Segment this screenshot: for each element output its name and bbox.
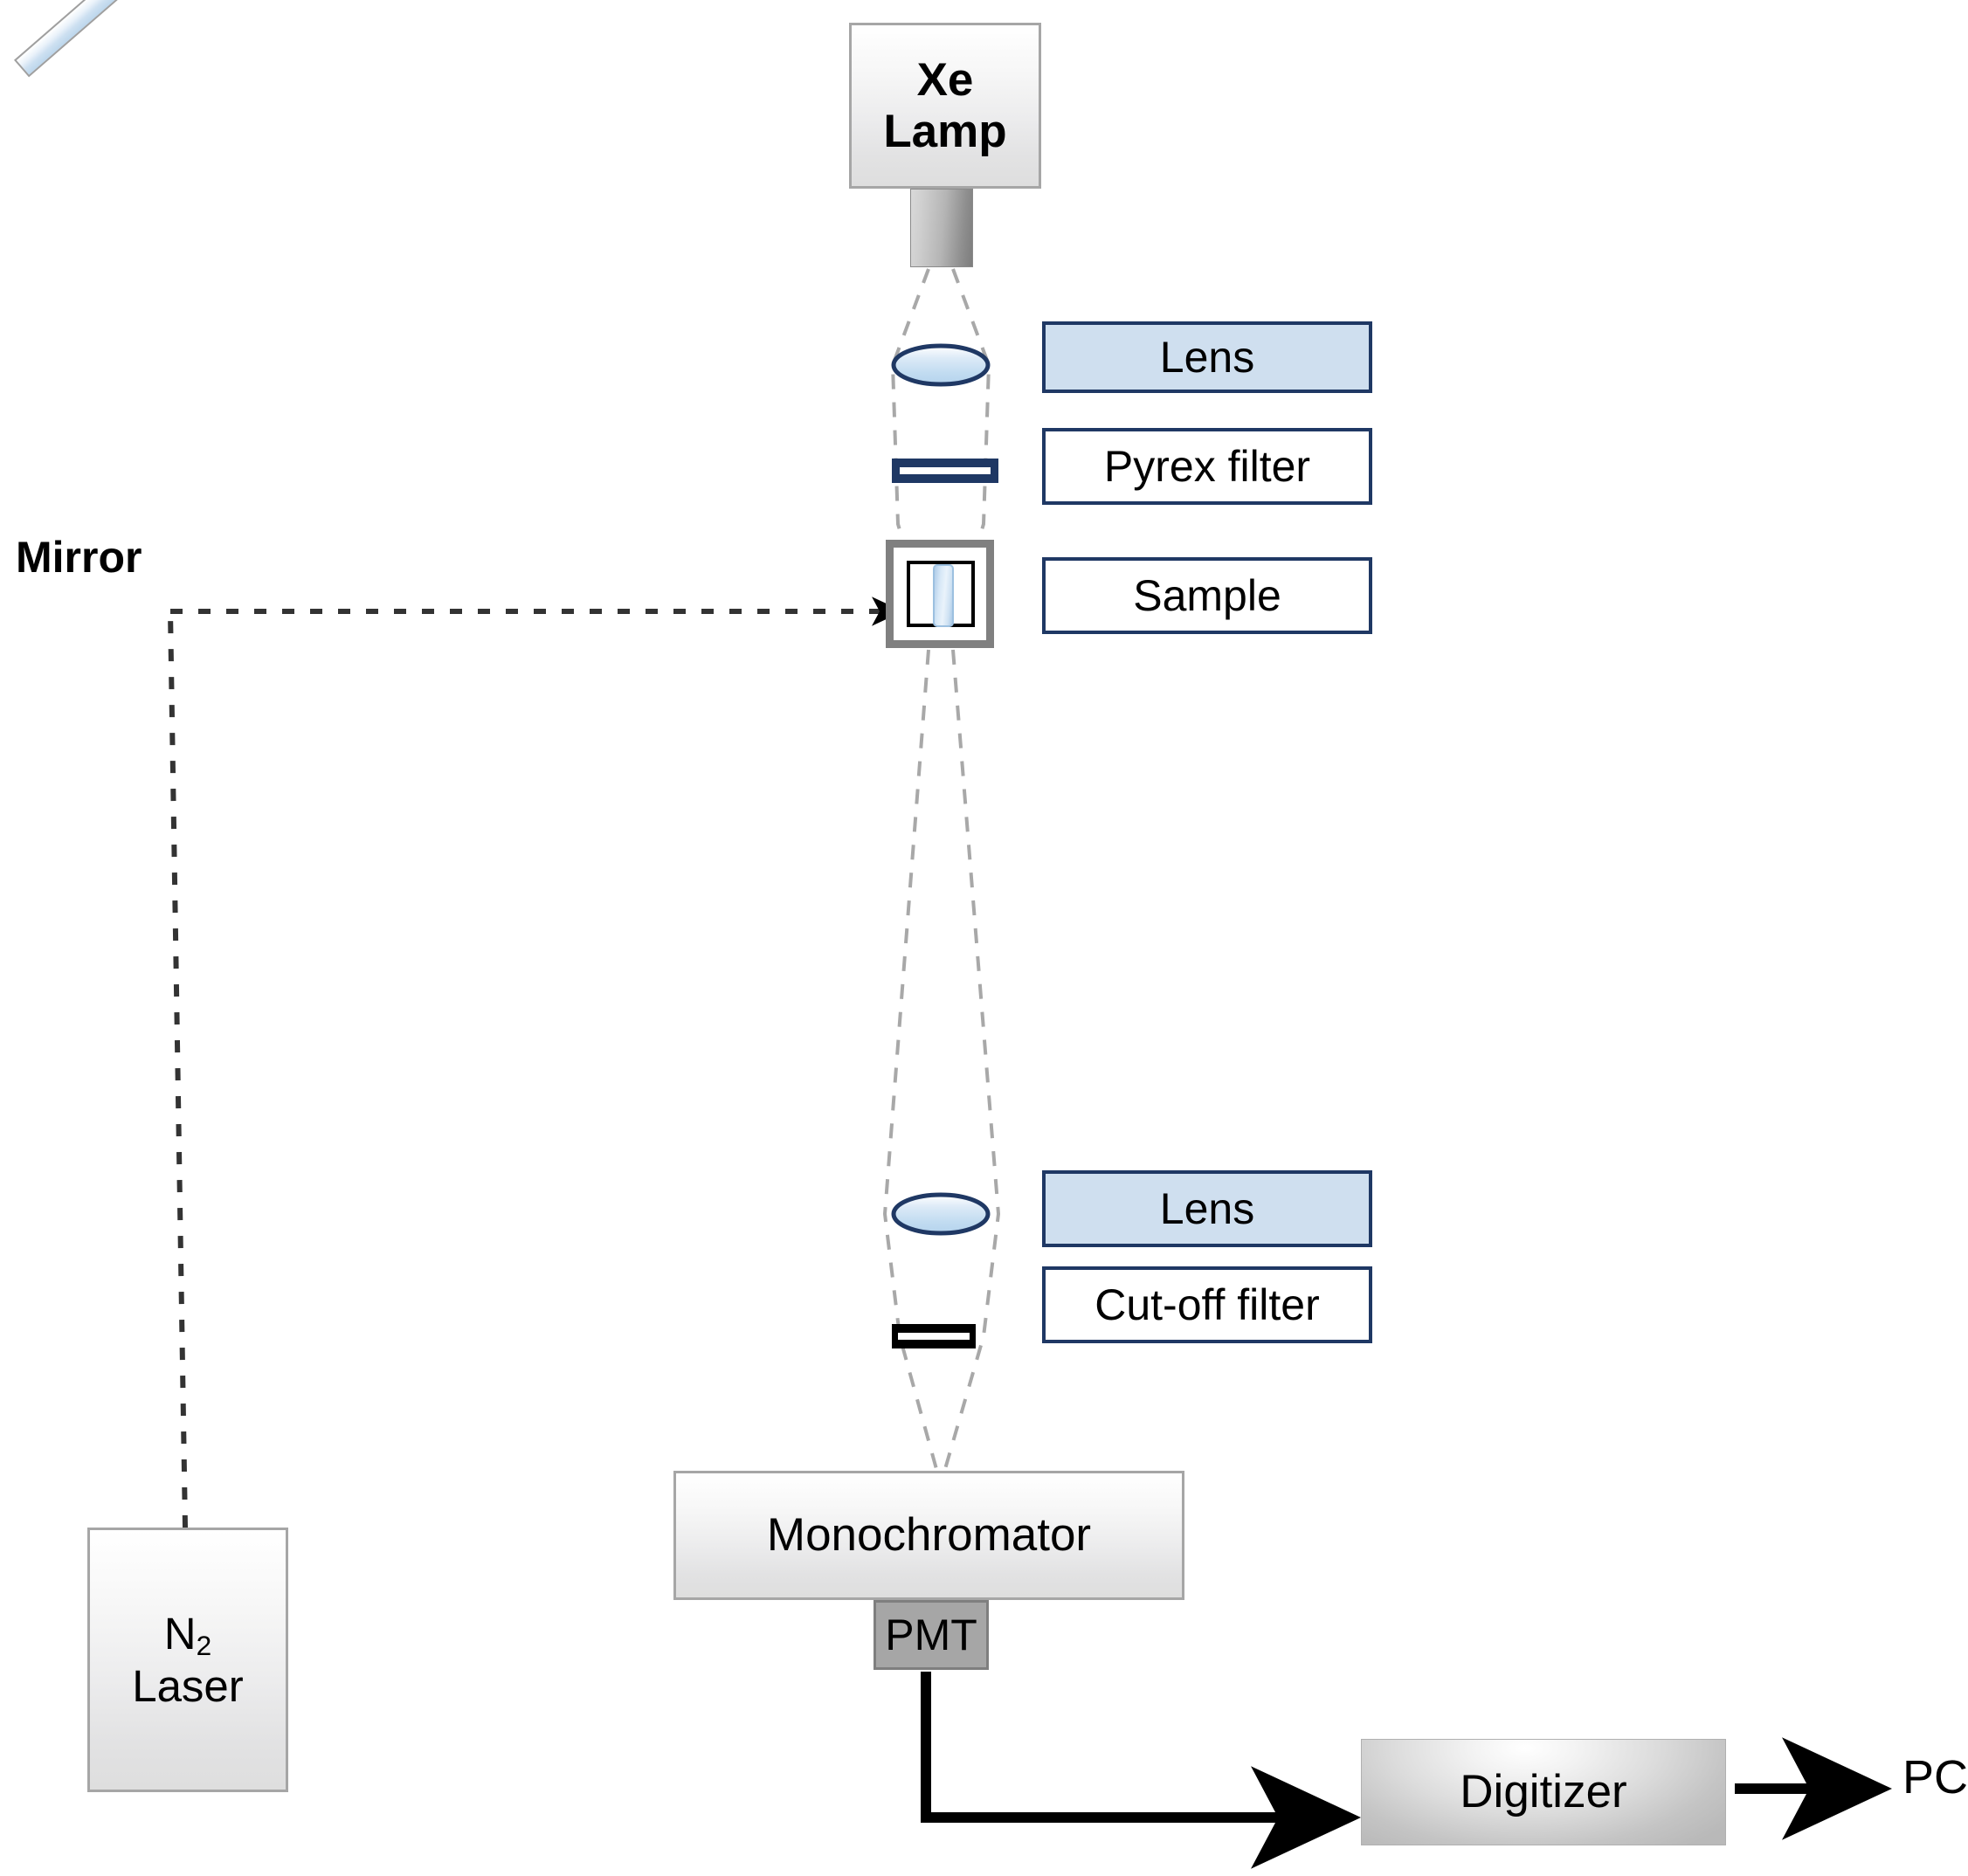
pmt-box[interactable]: PMT [874,1600,989,1670]
excitation-ray-bundle [890,268,991,584]
callout-pyrex-filter: Pyrex filter [1042,428,1372,505]
n2-laser-box[interactable]: N2 Laser [87,1528,288,1792]
emission-ray-bundle [882,649,1001,1470]
sample-holder[interactable] [886,540,994,648]
callout-cutoff-filter: Cut-off filter [1042,1266,1372,1343]
n2-laser-line2: Laser [132,1661,244,1712]
lens-element-upper [891,343,991,387]
pyrex-filter-slab[interactable] [892,459,998,483]
sample-cuvette [933,564,954,627]
callout-sample: Sample [1042,557,1372,634]
mirror-label: Mirror [16,533,142,582]
digitizer-box[interactable]: Digitizer [1361,1739,1726,1845]
n2-laser-symbol: N [163,1608,197,1659]
lamp-aperture [910,189,973,267]
n2-laser-subscript: 2 [196,1629,212,1661]
xe-lamp-line2: Lamp [883,106,1007,157]
pyrex-filter-core [899,466,991,475]
callout-lens-top: Lens [1042,321,1372,393]
laser-beam-path [168,597,903,1528]
signal-path [921,1672,1361,1869]
callout-lens-bottom: Lens [1042,1170,1372,1247]
cutoff-filter-slab[interactable] [892,1324,976,1348]
monochromator-box[interactable]: Monochromator [673,1471,1184,1600]
xe-lamp-box[interactable]: Xe Lamp [849,23,1041,189]
cutoff-filter-core [897,1332,970,1341]
lens-element-lower [891,1192,991,1236]
pc-label: PC [1902,1750,1968,1804]
xe-lamp-line1: Xe [916,53,974,106]
